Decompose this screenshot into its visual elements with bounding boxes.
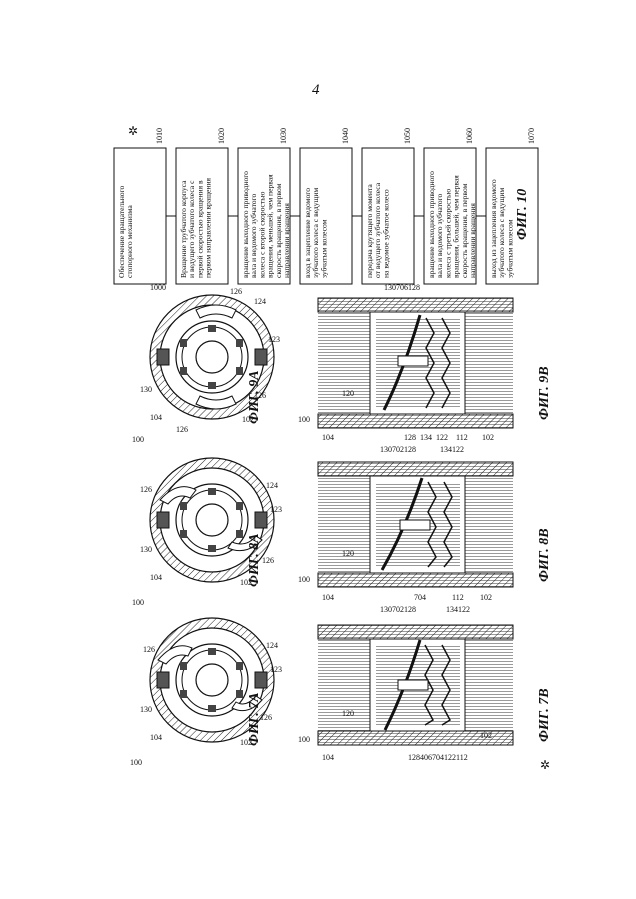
- ref-label: 104: [150, 413, 162, 422]
- figure-8a: 100 104 130 126 102 126 123 124 ФИГ. 8A: [132, 458, 282, 607]
- flowchart-step-text: зубчатым колесом: [319, 219, 328, 278]
- ref-label: 102: [480, 593, 492, 602]
- ref-label: 122: [458, 605, 470, 614]
- ref-label: 122: [436, 433, 448, 442]
- figure-9b: 100 104 120 130 706 128 128 134 122 112 …: [298, 283, 552, 442]
- ref-label: 702: [392, 445, 404, 454]
- figure-8b: 100 104 120 130 702 128 704 134 122 112 …: [298, 445, 552, 602]
- flowchart-step-ref: 1040: [341, 128, 350, 144]
- ref-label: 120: [342, 549, 354, 558]
- ref-label: 120: [342, 709, 354, 718]
- flowchart-step-text: направлении вращения: [468, 203, 477, 278]
- flowchart-step-text: на ведомое зубчатое колесо: [381, 189, 390, 278]
- flowchart-step-text: первом направлении вращения: [204, 177, 213, 278]
- ref-label: 124: [266, 641, 278, 650]
- figure-7a: 100 104 130 126 102 126 123 124 ФИГ. 7A: [130, 618, 282, 767]
- figure-label: ФИГ. 9B: [537, 366, 552, 420]
- ref-label: 100: [132, 435, 144, 444]
- flowchart-step-ref: 1060: [465, 128, 474, 144]
- flowchart-step-ref: 1020: [217, 128, 226, 144]
- ref-label: 123: [270, 665, 282, 674]
- flowchart-fig10: Обеспечение вращательногостопорного меха…: [114, 128, 538, 284]
- figure-label: ФИГ. 7A: [247, 692, 262, 746]
- ref-label: 104: [322, 753, 334, 762]
- ref-label: 124: [254, 297, 266, 306]
- ref-label: 130: [380, 605, 392, 614]
- ref-label: 704: [414, 593, 426, 602]
- ref-label: 100: [132, 598, 144, 607]
- figure-9a: 100 104 130 126 102 126 123 124 126 1000…: [132, 283, 280, 444]
- figure-label: ФИГ. 8A: [247, 533, 262, 587]
- ref-label: 123: [268, 335, 280, 344]
- flowchart-step-text: стопорного механизма: [125, 205, 134, 278]
- ref-label: 102: [482, 433, 494, 442]
- ref-label: 702: [392, 605, 404, 614]
- ref-label: 406: [420, 753, 432, 762]
- flowchart-step-text: зубчатым колесом: [505, 219, 514, 278]
- ref-label: 126: [143, 645, 155, 654]
- flowchart-step-ref: 1050: [403, 128, 412, 144]
- ref-label: 104: [150, 573, 162, 582]
- ref-label: 104: [322, 433, 334, 442]
- figure-label: ФИГ. 10: [515, 189, 530, 240]
- ref-label: 122: [452, 445, 464, 454]
- figure-label: ФИГ. 8B: [537, 528, 552, 582]
- ref-label: 123: [270, 505, 282, 514]
- ref-label: 128: [404, 433, 416, 442]
- figure-label: ФИГ. 9A: [247, 370, 262, 424]
- ref-label: 100: [130, 758, 142, 767]
- ref-label: 134: [420, 433, 432, 442]
- ref-label: 126: [176, 425, 188, 434]
- ref-label: 120: [342, 389, 354, 398]
- ref-label: 112: [456, 433, 468, 442]
- ref-label: 128: [404, 445, 416, 454]
- ref-label: 134: [446, 605, 458, 614]
- ref-label: 130: [380, 445, 392, 454]
- ref-label: 128: [408, 753, 420, 762]
- figure-label: ФИГ. 7B: [537, 688, 552, 742]
- flowchart-step-text: направлении вращения: [282, 203, 291, 278]
- ref-label: 112: [452, 593, 464, 602]
- ref-label: 128: [404, 605, 416, 614]
- ref-label: 134: [440, 445, 452, 454]
- ref-label: 704: [432, 753, 444, 762]
- ref-label: 100: [298, 415, 310, 424]
- ref-label: 100: [298, 735, 310, 744]
- flowchart-step-ref: 1030: [279, 128, 288, 144]
- ref-label: 126: [230, 287, 242, 296]
- ref-label: 130: [140, 705, 152, 714]
- ref-label: 122: [444, 753, 456, 762]
- ref-label: 102: [480, 731, 492, 740]
- ref-label: 112: [456, 753, 468, 762]
- flowchart-step-ref: 1070: [527, 128, 536, 144]
- ref-label: 104: [322, 593, 334, 602]
- ref-label: 130: [140, 545, 152, 554]
- ref-label: 126: [140, 485, 152, 494]
- ref-label: 100: [298, 575, 310, 584]
- ref-label: 104: [150, 733, 162, 742]
- figure-7b: 100 104 120 130 702 128 128 406 704 122 …: [298, 605, 552, 762]
- ref-label: 124: [266, 481, 278, 490]
- flowchart-step-ref: 1010: [155, 128, 164, 144]
- ref-label: 126: [262, 556, 274, 565]
- ref-label: 130: [140, 385, 152, 394]
